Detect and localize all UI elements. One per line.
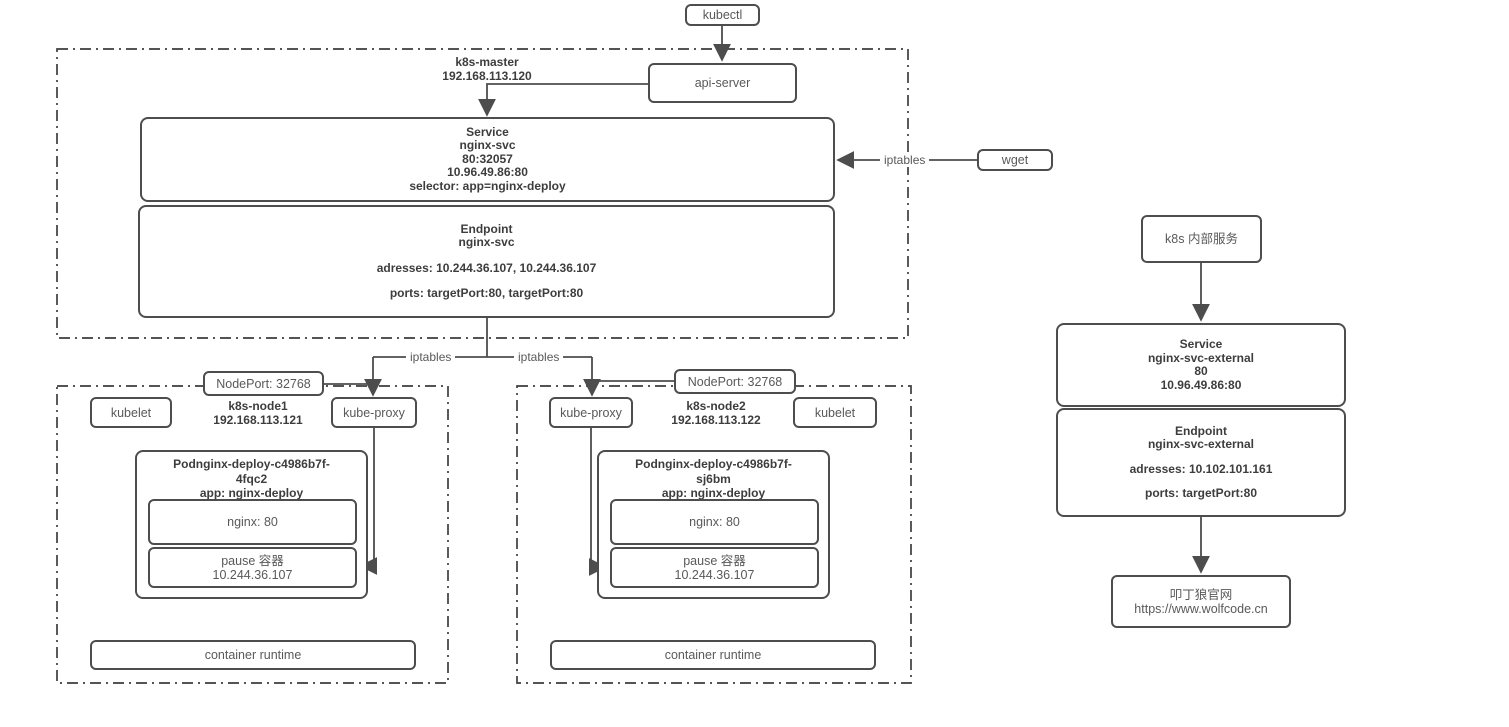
node1-container-runtime-box: container runtime	[90, 640, 416, 670]
external-service-cluster-ip: 10.96.49.86:80	[1160, 377, 1242, 392]
master-dashed-border	[56, 48, 909, 339]
website-box: 叩丁狼官网 https://www.wolfcode.cn	[1111, 575, 1291, 628]
node2-ip: 192.168.113.122	[671, 413, 761, 427]
node2-nginx-container-box: nginx: 80	[610, 499, 819, 545]
endpoint-type: Endpoint	[460, 221, 513, 236]
node2-pod-name-line1: Podnginx-deploy-c4986b7f-	[635, 457, 792, 471]
node1-pause-ip: 10.244.36.107	[212, 567, 293, 582]
node1-dashed-border	[56, 385, 449, 684]
api-server-label: api-server	[694, 76, 751, 90]
node1-title: k8s-node1 192.168.113.121	[183, 399, 333, 427]
master-title: k8s-master 192.168.113.120	[412, 55, 562, 83]
node2-pause-name: pause 容器	[683, 553, 746, 568]
node2-pod-app-label: app: nginx-deploy	[661, 486, 766, 500]
node1-pod-name-line1: Podnginx-deploy-c4986b7f-	[173, 457, 330, 471]
website-name: 叩丁狼官网	[1169, 587, 1233, 602]
external-service-box: Service nginx-svc-external 80 10.96.49.8…	[1056, 323, 1346, 407]
service-selector: selector: app=nginx-deploy	[409, 178, 566, 193]
endpoint-addresses: adresses: 10.244.36.107, 10.244.36.107	[376, 260, 597, 275]
service-name: nginx-svc	[459, 138, 516, 153]
kubectl-label: kubectl	[702, 8, 743, 22]
endpoint-ports: ports: targetPort:80, targetPort:80	[389, 286, 584, 300]
iptables-label-node1: iptables	[406, 350, 456, 364]
node1-nginx-container-box: nginx: 80	[148, 499, 357, 545]
node2-pod-title: Podnginx-deploy-c4986b7f- sj6bm app: ngi…	[635, 457, 792, 501]
master-name: k8s-master	[455, 55, 519, 69]
kubectl-box: kubectl	[685, 4, 760, 26]
nodeport-box-node1: NodePort: 32768	[203, 371, 324, 396]
node1-pod-title: Podnginx-deploy-c4986b7f- 4fqc2 app: ngi…	[173, 457, 330, 501]
external-endpoint-name: nginx-svc-external	[1147, 437, 1255, 451]
external-endpoint-ports: ports: targetPort:80	[1144, 486, 1257, 500]
external-endpoint-type: Endpoint	[1175, 423, 1227, 438]
external-service-type: Service	[1179, 337, 1223, 351]
node1-kubelet-box: kubelet	[90, 397, 172, 428]
node2-nginx-label: nginx: 80	[689, 515, 740, 529]
external-endpoint-addresses: adresses: 10.102.101.161	[1129, 461, 1273, 476]
nodeport-label-node1: NodePort: 32768	[216, 376, 311, 391]
internal-service-entry-box: k8s 内部服务	[1141, 215, 1262, 263]
node1-kube-proxy-box: kube-proxy	[331, 397, 417, 428]
node1-container-runtime-label: container runtime	[204, 648, 302, 662]
service-cluster-ip: 10.96.49.86:80	[447, 165, 528, 180]
api-server-box: api-server	[648, 63, 797, 103]
node2-title: k8s-node2 192.168.113.122	[641, 399, 791, 427]
node2-container-runtime-label: container runtime	[664, 648, 762, 662]
master-ip: 192.168.113.120	[442, 69, 532, 83]
node1-kubelet-label: kubelet	[110, 405, 152, 420]
nodeport-box-node2: NodePort: 32768	[674, 369, 796, 394]
website-url: https://www.wolfcode.cn	[1134, 601, 1268, 616]
node2-container-runtime-box: container runtime	[550, 640, 876, 670]
external-endpoint-box: Endpoint nginx-svc-external adresses: 10…	[1056, 408, 1346, 517]
master-service-box: Service nginx-svc 80:32057 10.96.49.86:8…	[140, 117, 835, 202]
node2-kubelet-label: kubelet	[814, 405, 856, 420]
node2-pause-ip: 10.244.36.107	[674, 567, 755, 582]
node1-pod-name-line2: 4fqc2	[235, 471, 268, 486]
wget-label: wget	[1001, 153, 1029, 167]
node1-pause-name: pause 容器	[221, 553, 284, 568]
external-service-name: nginx-svc-external	[1147, 350, 1255, 365]
node2-pod-name-line2: sj6bm	[696, 471, 731, 486]
endpoint-name: nginx-svc	[458, 235, 515, 249]
node2-kube-proxy-label: kube-proxy	[560, 405, 622, 420]
node1-pod-box: Podnginx-deploy-c4986b7f- 4fqc2 app: ngi…	[135, 450, 368, 599]
node2-pause-container-box: pause 容器 10.244.36.107	[610, 547, 819, 588]
node1-name: k8s-node1	[228, 399, 288, 413]
node1-pause-container-box: pause 容器 10.244.36.107	[148, 547, 357, 588]
iptables-label-node2: iptables	[514, 350, 564, 364]
external-service-port: 80	[1194, 364, 1208, 378]
node2-kube-proxy-box: kube-proxy	[549, 397, 633, 428]
master-endpoint-box: Endpoint nginx-svc adresses: 10.244.36.1…	[138, 205, 835, 318]
node1-pod-app-label: app: nginx-deploy	[199, 486, 304, 500]
nodeport-label-node2: NodePort: 32768	[687, 374, 783, 389]
node2-pod-box: Podnginx-deploy-c4986b7f- sj6bm app: ngi…	[597, 450, 830, 599]
service-port-mapping: 80:32057	[462, 151, 513, 166]
iptables-label-wget: iptables	[880, 153, 930, 167]
node2-name: k8s-node2	[686, 399, 746, 413]
internal-service-entry-label: k8s 内部服务	[1165, 232, 1238, 246]
service-type: Service	[466, 124, 509, 139]
node1-kube-proxy-label: kube-proxy	[343, 405, 405, 420]
wget-box: wget	[977, 149, 1053, 171]
node2-kubelet-box: kubelet	[793, 397, 877, 428]
node1-nginx-label: nginx: 80	[227, 515, 278, 529]
node1-ip: 192.168.113.121	[213, 413, 303, 427]
